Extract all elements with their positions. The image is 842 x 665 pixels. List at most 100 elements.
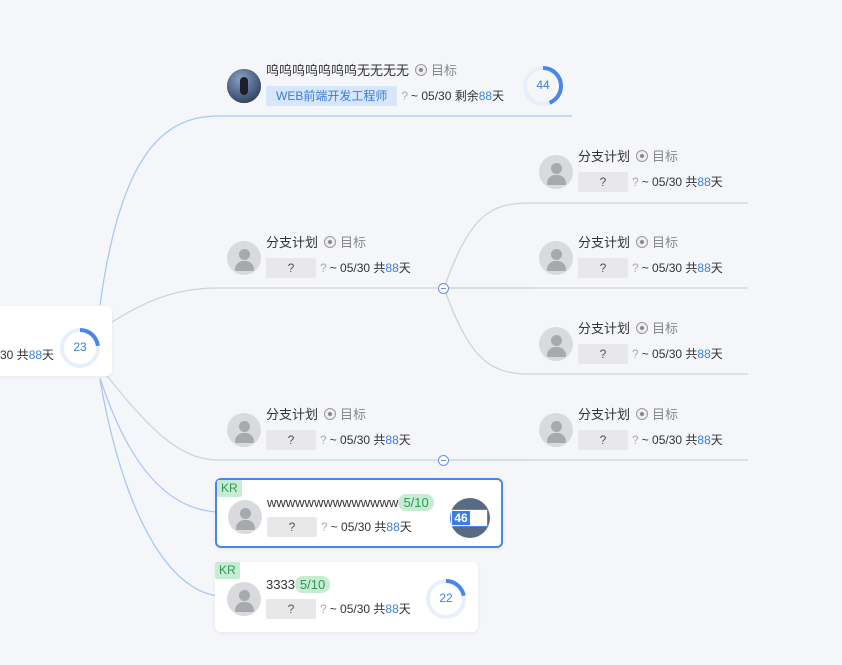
branch-goal-label: 目标: [652, 321, 679, 336]
branch-title: 分支计划: [578, 321, 631, 336]
branch-goal-label: 目标: [652, 149, 679, 164]
kr2-q: ?: [320, 602, 327, 616]
branch-title-row: 分支计划目标: [578, 149, 678, 165]
collapse-toggle-icon[interactable]: [438, 283, 449, 294]
branch-plan-node[interactable]: 分支计划目标 ??~ 05/30 共88天: [538, 318, 748, 374]
branch-date: ~ 05/30 共: [641, 261, 698, 275]
branch-role-tag[interactable]: ?: [266, 430, 316, 450]
branch-info-row: ??~ 05/30 共88天: [578, 172, 723, 192]
branch-info-row: ??~ 05/30 共88天: [266, 258, 411, 278]
objective-info-row: WEB前端开发工程师?~ 05/30 剩余88天: [266, 86, 504, 106]
branch-role-tag[interactable]: ?: [266, 258, 316, 278]
branch-q: ?: [632, 347, 639, 361]
branch-plan-node[interactable]: 分支计划目标 ??~ 05/30 共88天: [538, 146, 748, 202]
branch-plan-node[interactable]: 分支计划 目标 ??~ 05/30 共88天: [226, 232, 436, 288]
target-icon: [415, 64, 428, 76]
branch-days: 88: [697, 347, 711, 361]
default-avatar: [539, 327, 573, 361]
kr2-progress-ring[interactable]: 22: [425, 578, 467, 620]
collapse-toggle-icon[interactable]: [438, 455, 449, 466]
kr-tag: KR: [217, 480, 242, 497]
branch-days: 88: [385, 433, 399, 447]
target-icon: [324, 236, 337, 248]
branch-info-row: ??~ 05/30 共88天: [578, 430, 723, 450]
target-icon: [636, 322, 649, 334]
branch-days: 88: [697, 261, 711, 275]
target-icon: [636, 236, 649, 248]
branch-date: ~ 05/30 共: [329, 261, 386, 275]
root-progress-ring: 23: [59, 327, 101, 369]
branch-title: 分支计划: [266, 407, 319, 422]
branch-q: ?: [632, 433, 639, 447]
branch-goal-label: 目标: [340, 235, 367, 250]
branch-title: 分支计划: [578, 407, 631, 422]
objective-progress-svg: [523, 66, 563, 106]
objective-title: 呜呜呜呜呜呜呜无无无无: [266, 63, 410, 78]
branch-q: ?: [320, 261, 327, 275]
root-info: 30 共88天: [0, 345, 54, 365]
branch-title: 分支计划: [266, 235, 319, 250]
kr1-days: 88: [386, 520, 400, 534]
branch-q: ?: [320, 433, 327, 447]
branch-days: 88: [385, 261, 399, 275]
kr1-day-unit: 天: [399, 520, 412, 534]
kr1-date: ~ 05/30 共: [330, 520, 387, 534]
target-icon: [324, 408, 337, 420]
kr1-role-tag[interactable]: ?: [267, 517, 317, 537]
branch-goal-label: 目标: [340, 407, 367, 422]
branch-role-tag[interactable]: ?: [578, 430, 628, 450]
objective-day-unit: 天: [492, 89, 505, 103]
root-date: 30 共: [0, 348, 29, 362]
objective-days: 88: [478, 89, 493, 103]
branch-date: ~ 05/30 共: [329, 433, 386, 447]
branch-role-tag[interactable]: ?: [578, 344, 628, 364]
kr1-progress-edit[interactable]: 46: [450, 498, 490, 538]
objective-progress-label: 44: [536, 78, 550, 92]
kr2-score-badge: 5/10: [294, 576, 331, 593]
branch-title-row: 分支计划目标: [578, 235, 678, 251]
objective-date: ~ 05/30 剩余: [411, 89, 479, 103]
branch-title-row: 分支计划 目标: [266, 235, 366, 251]
objective-node[interactable]: 呜呜呜呜呜呜呜无无无无目标 WEB前端开发工程师?~ 05/30 剩余88天 4…: [226, 60, 576, 116]
kr2-progress-label: 22: [439, 591, 453, 605]
kr2-title: 3333: [266, 577, 295, 592]
branch-days: 88: [697, 175, 711, 189]
branch-q: ?: [632, 261, 639, 275]
target-icon: [636, 150, 649, 162]
branch-day-unit: 天: [710, 175, 723, 189]
root-days: 88: [28, 348, 43, 362]
branch-plan-node[interactable]: 分支计划目标 ??~ 05/30 共88天: [538, 232, 748, 288]
kr1-info-row: ??~ 05/30 共88天: [267, 517, 412, 537]
branch-date: ~ 05/30 共: [641, 433, 698, 447]
default-avatar: [227, 413, 261, 447]
branch-plan-node[interactable]: 分支计划目标 ??~ 05/30 共88天: [538, 404, 748, 460]
branch-role-tag[interactable]: ?: [578, 258, 628, 278]
branch-day-unit: 天: [710, 433, 723, 447]
branch-date: ~ 05/30 共: [641, 347, 698, 361]
branch-q: ?: [632, 175, 639, 189]
kr-tag: KR: [215, 562, 240, 579]
kr2-progress-svg: [426, 579, 466, 619]
branch-info-row: ??~ 05/30 共88天: [578, 258, 723, 278]
root-node-card[interactable]: 30 共88天 23: [0, 306, 112, 376]
branch-plan-node[interactable]: 分支计划目标 ??~ 05/30 共88天: [226, 404, 436, 460]
branch-title-row: 分支计划目标: [578, 407, 678, 423]
branch-day-unit: 天: [398, 433, 411, 447]
kr2-role-tag[interactable]: ?: [266, 599, 316, 619]
root-day-unit: 天: [42, 348, 55, 362]
objective-role-tag[interactable]: WEB前端开发工程师: [266, 86, 398, 106]
branch-day-unit: 天: [710, 347, 723, 361]
kr1-progress-input[interactable]: 46: [452, 511, 470, 525]
default-avatar: [228, 500, 262, 534]
branch-title-row: 分支计划 目标: [266, 407, 366, 423]
branch-role-tag[interactable]: ?: [578, 172, 628, 192]
default-avatar: [539, 241, 573, 275]
branch-title: 分支计划: [578, 235, 631, 250]
root-progress-svg: [60, 328, 100, 368]
branch-title-row: 分支计划 目标: [578, 321, 678, 337]
user-photo-avatar: [227, 69, 261, 103]
